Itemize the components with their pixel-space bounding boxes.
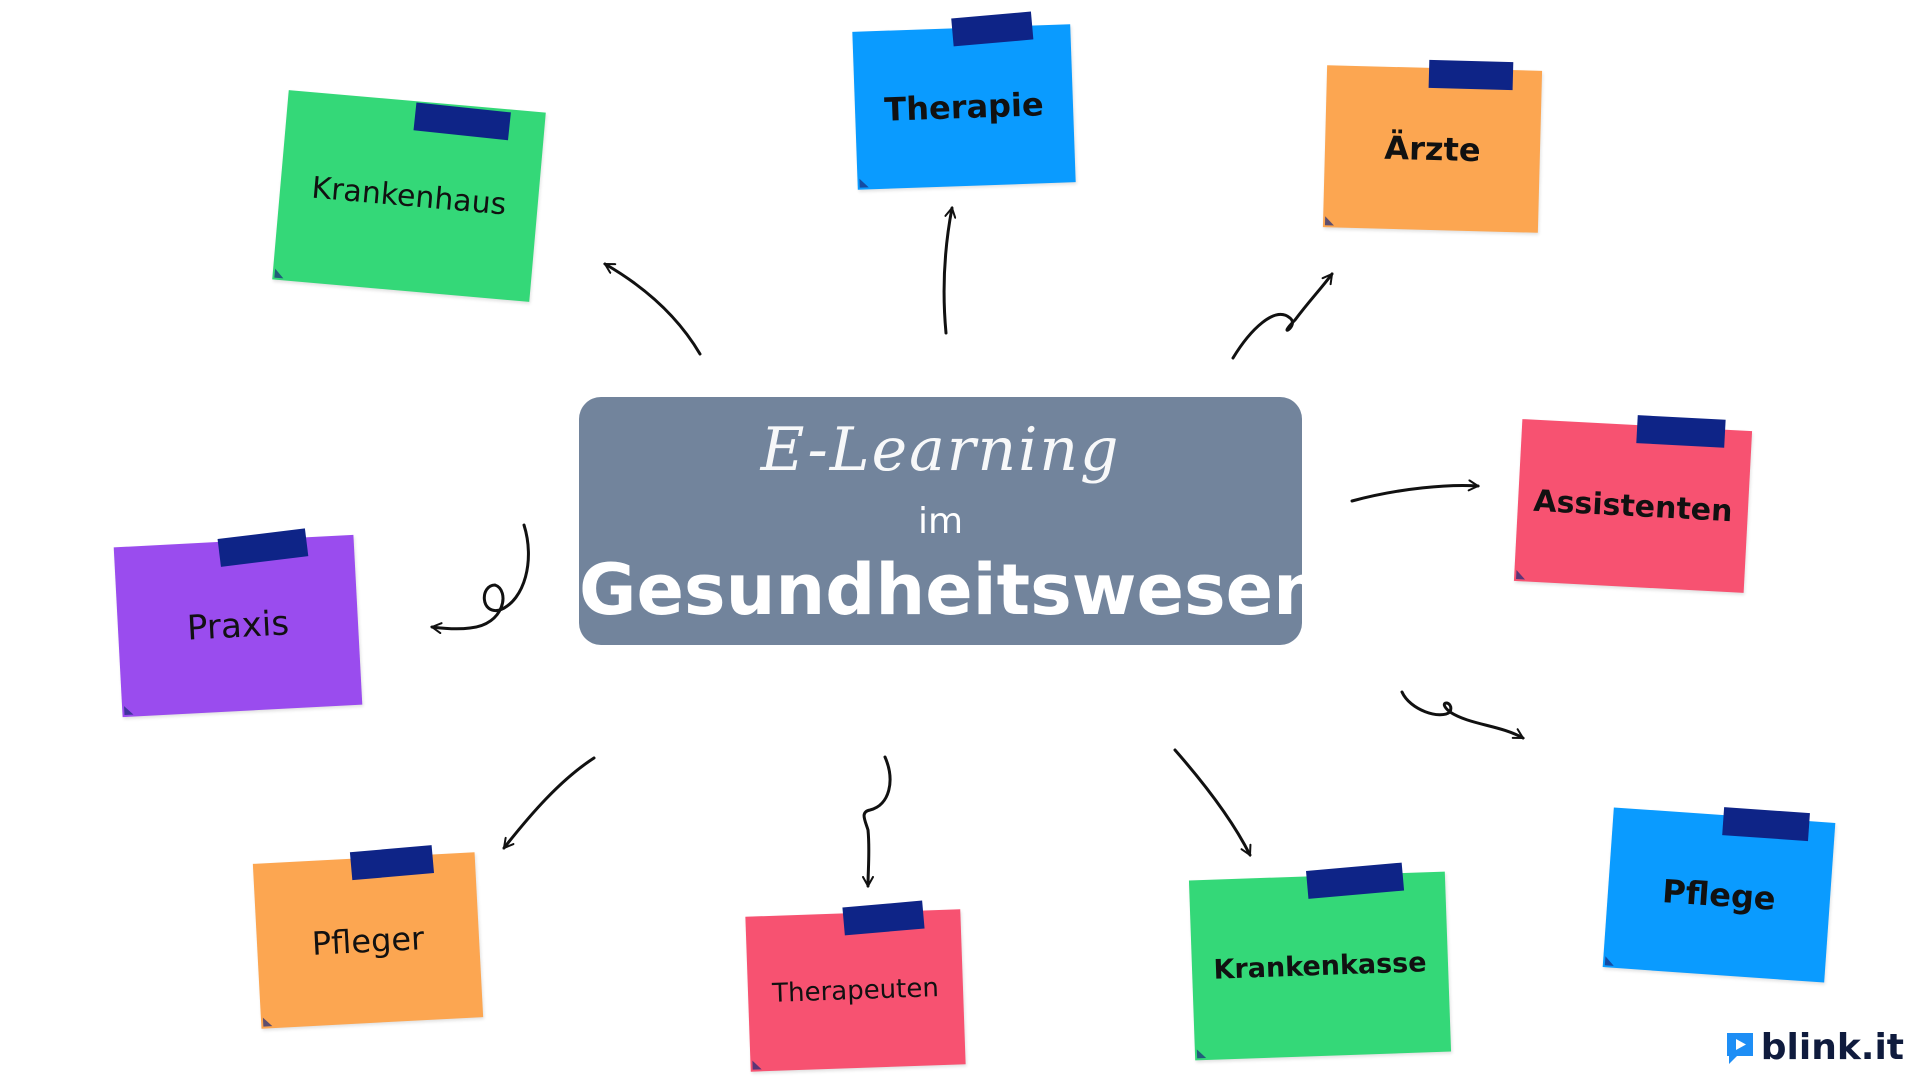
note-label: Therapeuten [771,972,940,1009]
center-title: Gesundheitswesen [579,549,1323,631]
sticky-note-aerzte: Ärzte [1322,59,1543,233]
note-label: Assistenten [1532,483,1734,529]
center-small-text: im [917,501,964,542]
tape-strip [349,845,435,881]
arrow-to-praxis [432,523,530,629]
sticky-note-pflege: Pflege [1602,807,1836,983]
arrow-to-krankenhaus [605,262,702,356]
note-label: Krankenkasse [1212,946,1428,986]
brand-logo: blink.it [1725,1027,1904,1068]
tape-strip [1722,807,1810,842]
tape-strip [1636,415,1726,448]
play-bubble-icon [1726,1032,1753,1064]
sticky-note-krankenkasse: Krankenkasse [1188,862,1452,1061]
arrow-to-therapie [942,208,952,335]
note-label: Ärzte [1383,128,1482,170]
central-topic-box: E-Learning im Gesundheitswesen [579,397,1323,645]
brand-name: blink.it [1760,1027,1904,1068]
sticky-note-krankenhaus: Krankenhaus [272,90,546,302]
sticky-note-praxis: Praxis [113,528,363,718]
sticky-note-therapie: Therapie [852,11,1076,190]
sticky-note-assistenten: Assistenten [1513,415,1753,593]
note-label: Pflege [1661,872,1777,918]
arrow-to-assistenten [1350,486,1478,503]
note-label: Praxis [186,603,290,649]
note-label: Krankenhaus [310,170,508,222]
sticky-note-therapeuten: Therapeuten [745,900,966,1072]
note-label: Therapie [883,85,1045,129]
tape-strip [1428,59,1514,91]
arrow-to-pfleger [502,756,596,848]
tape-strip [951,11,1034,47]
arrow-to-pflege [1400,690,1523,740]
arrow-to-krankenkasse [1173,748,1252,855]
arrow-to-aerzte [1231,274,1334,360]
note-label: Pfleger [310,918,426,963]
center-script-text: E-Learning [760,415,1121,485]
tape-strip [413,102,511,141]
sticky-note-pfleger: Pfleger [252,845,484,1029]
tape-strip [842,900,925,936]
arrow-to-therapeuten [864,755,892,886]
